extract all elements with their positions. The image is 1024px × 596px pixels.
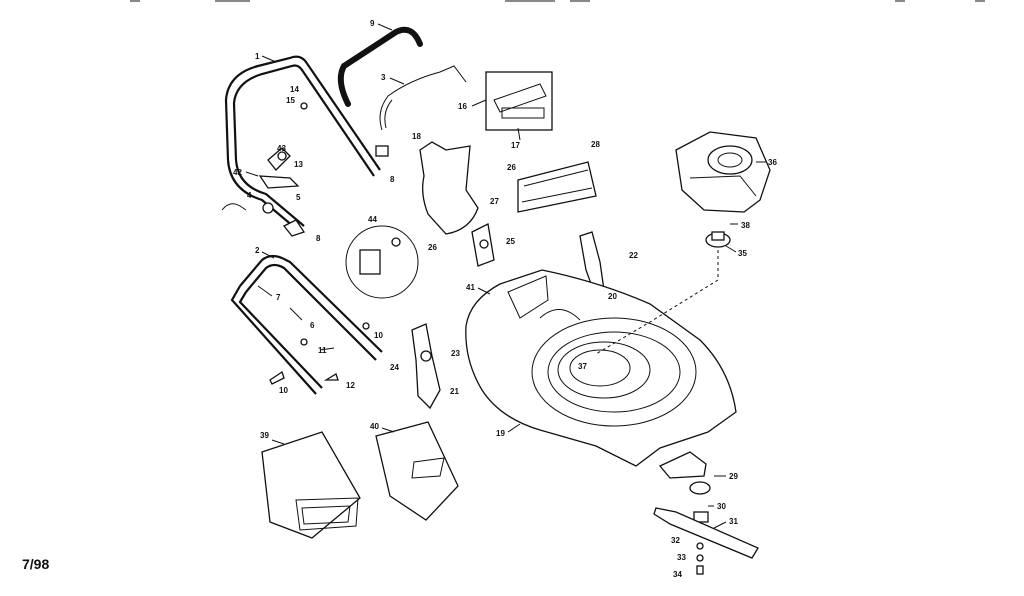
callout-33: 33: [677, 553, 686, 562]
blade-assembly: [653, 451, 759, 575]
height-adjuster-front: [411, 323, 441, 410]
control-cable: [375, 65, 467, 157]
engine: [675, 131, 771, 213]
callout-13: 13: [294, 160, 303, 169]
rear-bracket: [471, 223, 495, 267]
callout-8b: 8: [316, 234, 321, 243]
mounting-plate: [485, 71, 553, 131]
callout-8a: 8: [390, 175, 395, 184]
deflector-panel: [419, 141, 479, 235]
callout-29: 29: [729, 472, 738, 481]
callout-27: 27: [490, 197, 499, 206]
callout-19: 19: [496, 429, 505, 438]
callout-42: 42: [233, 168, 242, 177]
blade-adapter-upper: [705, 231, 731, 248]
callout-17: 17: [511, 141, 520, 150]
callout-26b: 26: [507, 163, 516, 172]
callout-15: 15: [286, 96, 295, 105]
callout-18: 18: [412, 132, 421, 141]
callout-40: 40: [370, 422, 379, 431]
callouts: 1 2 3 4 5 6 7 8 8 9 10 10 11 12 13 14 15…: [233, 19, 777, 579]
callout-16: 16: [458, 102, 467, 111]
callout-1: 1: [255, 52, 260, 61]
callout-21: 21: [450, 387, 459, 396]
callout-23: 23: [451, 349, 460, 358]
callout-3: 3: [381, 73, 386, 82]
callout-4: 4: [247, 191, 252, 200]
callout-41: 41: [466, 283, 475, 292]
callout-36: 36: [768, 158, 777, 167]
callout-32: 32: [671, 536, 680, 545]
callout-28: 28: [591, 140, 600, 149]
callout-5: 5: [296, 193, 301, 202]
lower-handle: [230, 254, 383, 395]
date-code: 7/98: [22, 556, 49, 572]
callout-10a: 10: [374, 331, 383, 340]
callout-44: 44: [368, 215, 377, 224]
crankshaft-axis: [595, 250, 719, 355]
callout-43: 43: [277, 144, 286, 153]
callout-6: 6: [310, 321, 315, 330]
callout-20: 20: [608, 292, 617, 301]
callout-12: 12: [346, 381, 355, 390]
callout-11: 11: [318, 346, 327, 355]
callout-38: 38: [741, 221, 750, 230]
callout-35: 35: [738, 249, 747, 258]
callout-2: 2: [255, 246, 260, 255]
callout-7: 7: [276, 293, 281, 302]
grass-bag: [261, 431, 361, 539]
callout-22: 22: [629, 251, 638, 260]
upper-handle: [224, 55, 381, 233]
mower-deck: [465, 269, 737, 467]
bail-bar: [337, 26, 423, 107]
callout-24: 24: [390, 363, 399, 372]
detail-inset: [345, 225, 419, 299]
handle-hardware: [221, 102, 370, 385]
callout-31: 31: [729, 517, 738, 526]
callout-26a: 26: [428, 243, 437, 252]
rear-flap: [517, 161, 597, 213]
callout-9: 9: [370, 19, 375, 28]
callout-25: 25: [506, 237, 515, 246]
callout-14: 14: [290, 85, 299, 94]
callout-10b: 10: [279, 386, 288, 395]
bag-frame: [375, 421, 459, 521]
callout-30: 30: [717, 502, 726, 511]
callout-39: 39: [260, 431, 269, 440]
callout-34: 34: [673, 570, 682, 579]
callout-37: 37: [578, 362, 587, 371]
